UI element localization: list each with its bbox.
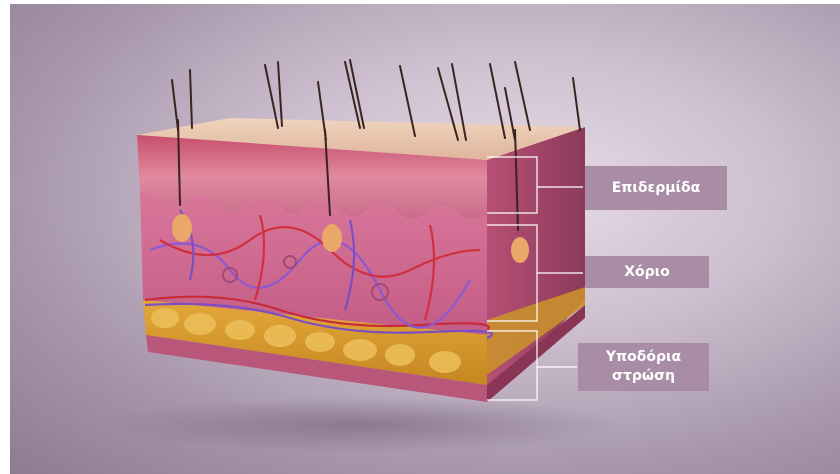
subcutaneous-label-line1: Υποδόρια [606, 348, 681, 367]
dermis-label: Χόριο [585, 256, 709, 288]
subcutaneous-label-line2: στρώση [612, 367, 675, 386]
dermis-label-text: Χόριο [624, 263, 670, 282]
block-shadow [100, 397, 620, 453]
epidermis-label: Επιδερμίδα [585, 166, 727, 210]
subcutaneous-layer-label: Υποδόρια στρώση [578, 343, 709, 391]
epidermis-label-text: Επιδερμίδα [612, 179, 701, 198]
